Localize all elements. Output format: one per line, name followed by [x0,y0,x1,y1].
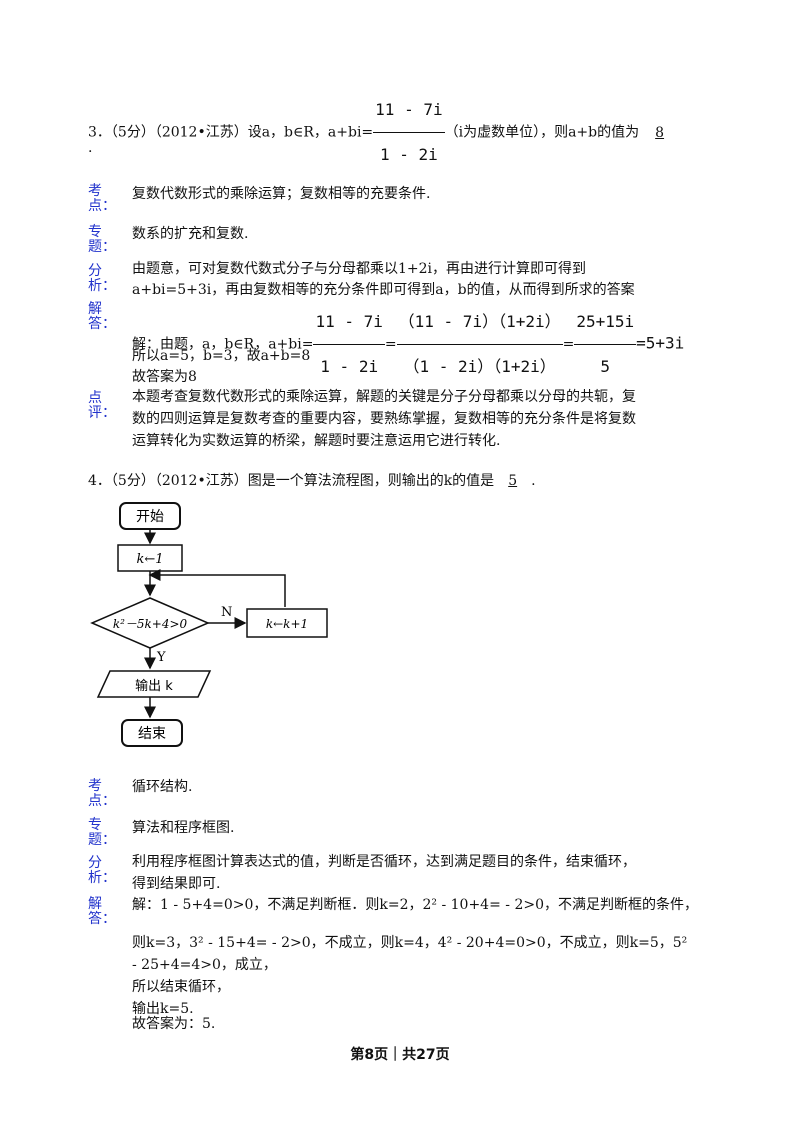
q3-jieda-line-b: 故答案为8 [132,369,197,385]
q3-jieda-line-a: 所以a=5，b=3，故a+b=8 [132,348,311,364]
flow-output-box [96,670,212,698]
page-footer: 第8页｜共27页 [350,1047,450,1063]
q3-dianping-line1: 本题考查复数代数形式的乘除运算，解题的关键是分子分母都乘以分母的共轭，复 [132,389,636,405]
q4-jieda-label: 解答： [88,896,116,927]
q3-kaodian-text: 复数代数形式的乘除运算；复数相等的充要条件. [132,186,431,202]
flow-no-label: N [221,605,232,620]
q3-end-dot: . [88,140,93,156]
q3-fenxi-line2: a+bi=5+3i，再由复数相等的充分条件即可得到a，b的值，从而得到所求的答案 [132,282,635,298]
flow-update-label: k←k+1 [266,617,308,631]
q4-jieda-line3: - 25+4=4>0，成立， [132,957,277,973]
q4-jieda-line4: 所以结束循环， [132,979,230,995]
q4-jieda-line5: 输出k=5. [132,1001,194,1017]
q4-jieda-line6: 故答案为：5. [132,1016,216,1032]
q4-zhuanti-text: 算法和程序框图. [132,820,235,836]
q3-zhuanti-text: 数系的扩充和复数. [132,226,249,242]
q4-answer: 5 [508,473,518,489]
q3-fenxi-line1: 由题意，可对复数代数式分子与分母都乘以1+2i，再由进行计算即可得到 [132,261,587,277]
q4-fenxi-line1: 利用程序框图计算表达式的值，判断是否循环，达到满足题目的条件，结束循环， [132,854,636,870]
q4-kaodian-label: 考点： [88,778,116,809]
q4-jieda-line1: 解：1 - 5+4=0>0，不满足判断框．则k=2，2² - 10+4= - 2… [132,897,698,913]
flow-start-label: 开始 [136,509,164,525]
q3-dianping-line3: 运算转化为实数运算的桥梁，解题时要注意运用它进行转化. [132,433,501,449]
q3-prefix: 3．（5分）（2012•江苏）设a，b∈R，a+bi= [88,124,374,141]
flow-update-box [246,608,328,638]
q4-kaodian-text: 循环结构. [132,779,193,795]
flow-init-label: k←1 [136,552,163,567]
q4-jieda-line2: 则k=3，3² - 15+4= - 2>0，不成立，则k=4，4² - 20+4… [132,935,688,951]
flow-output-label: 输出 k [135,678,173,694]
q4-zhuanti-label: 专题： [88,817,116,848]
flow-condition-label: k²－5k+4>0 [113,617,188,631]
flow-end-box [121,719,183,747]
q3-fenxi-label: 分析： [88,263,116,294]
q3-dianping-line2: 数的四则运算是复数考查的重要内容，要熟练掌握，复数相等的充分条件是将复数 [132,411,636,427]
q3-dianping-label: 点评： [88,390,116,421]
q4-fenxi-label: 分析： [88,855,116,886]
q3-suffix: （i为虚数单位），则a+b的值为 [444,124,640,141]
q3-zhuanti-label: 专题： [88,224,116,255]
q3-jieda-label: 解答： [88,301,116,332]
q3-kaodian-label: 考点： [88,183,116,214]
q4-fenxi-line2: 得到结果即可. [132,876,221,892]
flow-end-label: 结束 [138,726,166,742]
q3-frac-2: （11 - 7i）（1+2i）（1 - 2i）（1+2i） [396,300,563,389]
q3-answer: 8 [655,124,665,141]
algorithm-flowchart: 开始 k←1 k²－5k+4>0 N k←k+1 Y 输出 k 结束 [90,502,328,747]
flow-yes-label: Y [156,650,166,665]
